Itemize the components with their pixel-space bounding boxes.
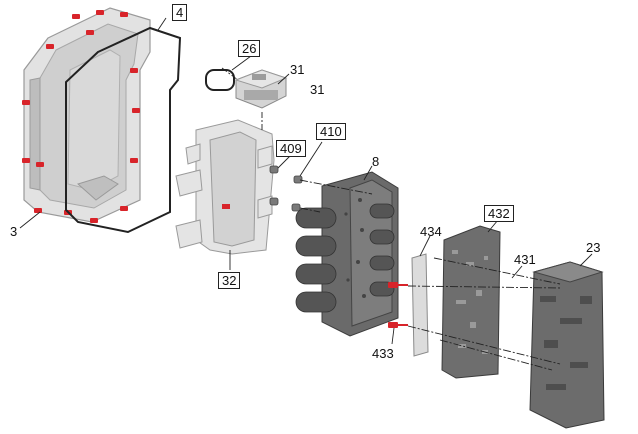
callout-31-upper: 31 bbox=[290, 62, 305, 77]
callout-31-lower: 31 bbox=[310, 82, 325, 97]
separator-plate bbox=[441, 225, 501, 379]
callout-433: 433 bbox=[372, 346, 394, 361]
oil-pan-cover bbox=[22, 7, 151, 223]
plugs bbox=[269, 165, 303, 212]
screws bbox=[388, 282, 408, 328]
cover-bolts bbox=[22, 10, 140, 223]
callout-410: 410 bbox=[316, 123, 346, 140]
wiring-harness bbox=[175, 119, 275, 255]
callout-3: 3 bbox=[10, 224, 18, 239]
seal-ring bbox=[205, 69, 235, 91]
callout-409: 409 bbox=[276, 140, 306, 157]
pan-gasket bbox=[65, 26, 182, 234]
callout-8: 8 bbox=[372, 154, 380, 169]
assembly-lines bbox=[19, 17, 593, 371]
hydraulic-valve-body bbox=[529, 261, 605, 429]
callout-26: 26 bbox=[238, 40, 261, 57]
callout-32: 32 bbox=[218, 272, 241, 289]
callout-434: 434 bbox=[420, 224, 442, 239]
callout-23: 23 bbox=[586, 240, 601, 255]
callout-431: 431 bbox=[514, 252, 536, 267]
callout-432: 432 bbox=[484, 205, 514, 222]
intermediate-plate bbox=[411, 253, 429, 357]
callout-4: 4 bbox=[172, 4, 188, 21]
solenoid-valve-body bbox=[295, 171, 399, 337]
control-module bbox=[234, 69, 288, 109]
